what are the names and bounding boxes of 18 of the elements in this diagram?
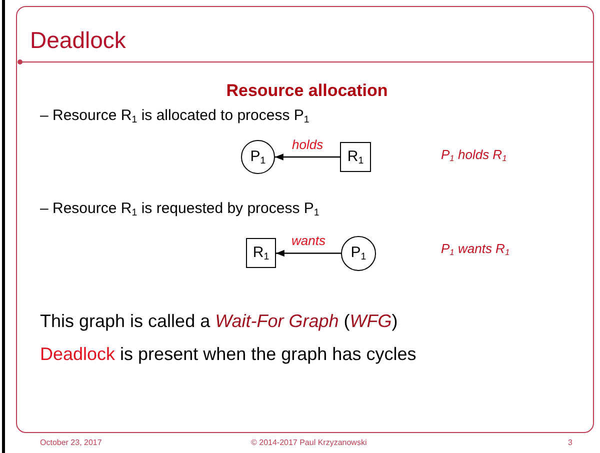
process-circle: P$_{1}$ bbox=[341, 236, 376, 271]
bullet-text: – Resource R$_{1}$ is allocated to process P$_{1}$ bbox=[40, 107, 310, 126]
resource-box: R$_{1}$ bbox=[340, 142, 371, 172]
process-circle: P$_{1}$ bbox=[241, 140, 275, 174]
section-heading: Resource allocation bbox=[225, 81, 389, 101]
footer-copyright: © 2014-2017 Paul Krzyzanowski bbox=[251, 438, 367, 447]
bullet-text: – Resource R$_{1}$ is requested by process P$_{1}$ bbox=[40, 200, 320, 218]
arrow bbox=[275, 154, 340, 160]
slide-title: Deadlock bbox=[30, 27, 126, 54]
resource-box: R$_{1}$ bbox=[246, 238, 276, 268]
edge-label: holds bbox=[291, 137, 324, 152]
page-number: 3 bbox=[568, 438, 572, 447]
note-text: P$_{1}$ holds R$_{1}$ bbox=[441, 147, 507, 164]
arrow bbox=[276, 250, 341, 257]
body-text: This graph is called a Wait-For Graph (WFG) bbox=[40, 311, 398, 332]
body-text: Deadlock is present when the graph has cycles bbox=[40, 344, 416, 365]
note-text: P$_{1}$ wants R$_{1}$ bbox=[441, 241, 510, 258]
footer-date: October 23, 2017 bbox=[40, 438, 102, 447]
